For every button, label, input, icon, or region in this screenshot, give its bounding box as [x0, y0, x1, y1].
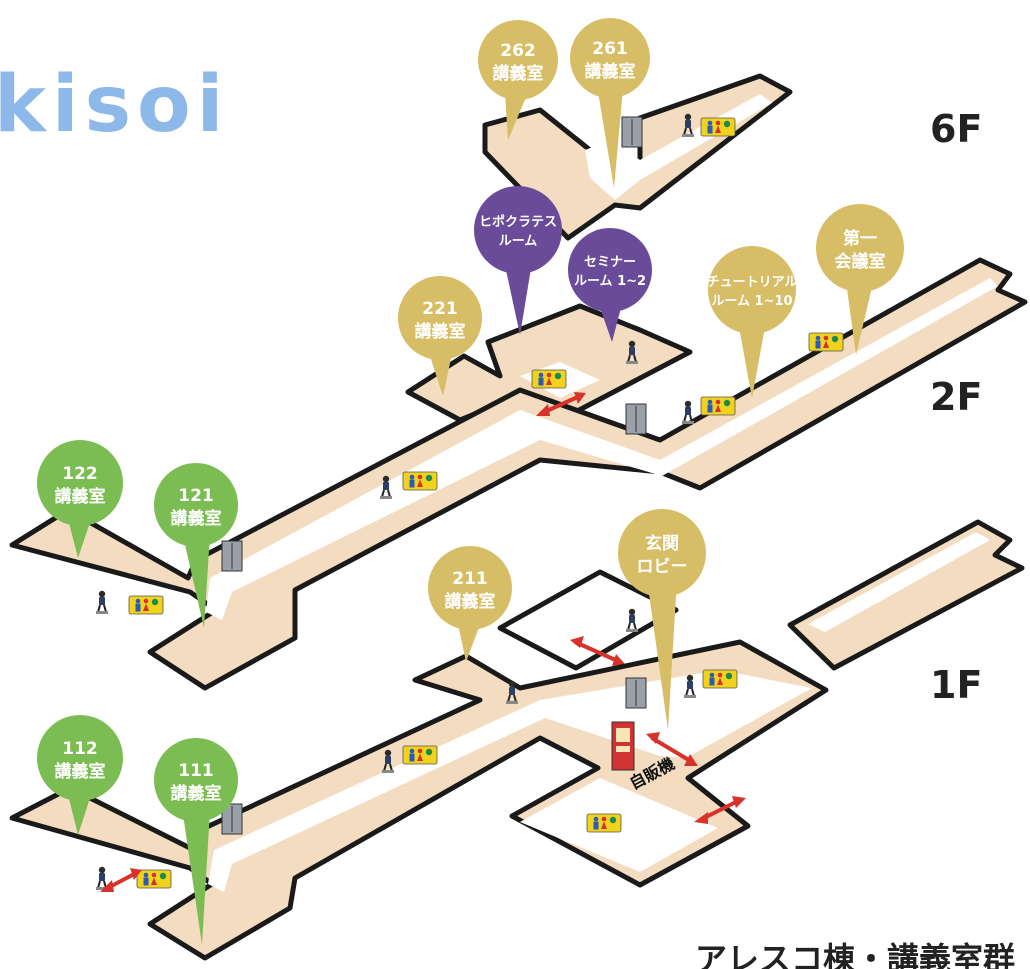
pin-label-line-1: 211: [452, 569, 488, 589]
restroom-icon-2f-a: [531, 369, 567, 389]
pin-label-line-1: 玄関: [645, 533, 679, 554]
floor-1f-upper-plan: [497, 519, 1025, 671]
restroom-icon-1f-b: [702, 669, 738, 689]
elevator-icon-6f: [621, 116, 643, 148]
pin-label-line-2: ルーム 1~2: [574, 274, 646, 289]
escalator-icon-2f-e: [95, 589, 109, 615]
restroom-icon-2f-c: [700, 396, 736, 416]
restroom-icon-2f-b: [402, 471, 438, 491]
floor-label-6f: 6F: [930, 107, 982, 151]
pin-label-line-1: 261: [592, 39, 628, 59]
pin-tail: [181, 530, 211, 628]
stair-arrow-1f-a: [574, 640, 621, 664]
escalator-icon-2f-d: [681, 399, 695, 425]
pin-head: [37, 440, 123, 526]
pin-label-line-1: 262: [500, 41, 536, 61]
pin-label-line-1: 121: [178, 486, 214, 506]
pin-head: [37, 715, 123, 801]
floor-1f-lobby-block: [497, 569, 679, 671]
floor-2f-plan: [9, 257, 1028, 691]
pin-label-line-1: 221: [422, 299, 458, 319]
floor-1f-right-block: [787, 519, 1025, 671]
vending-machine: [611, 721, 635, 771]
pin-tail: [503, 256, 533, 335]
floor-2f-outline: [9, 257, 1028, 691]
pin-label-line-2: 講義室: [171, 783, 222, 804]
pin-label-line-2: 講義室: [171, 508, 222, 529]
pin-label-line-2: ロビー: [637, 557, 688, 577]
pin-label-line-2: 講義室: [55, 761, 106, 782]
pin-head: [708, 246, 796, 334]
pin-label-line-2: 講義室: [445, 591, 496, 612]
restroom-icon-2f-e: [128, 595, 164, 615]
pin-head: [154, 738, 238, 822]
pin-label-line-2: 講義室: [415, 321, 466, 342]
building-title: アレスコ棟・講義室群: [695, 940, 1015, 969]
pin-label-line-1: 112: [62, 739, 98, 759]
pin-label-line-1: セミナー: [584, 255, 636, 270]
pin-label-line-1: チュートリアル: [707, 275, 798, 290]
pin-label-line-1: 111: [178, 761, 214, 781]
pin-head: [816, 204, 904, 292]
pin-head: [154, 463, 238, 547]
floor-label-2f: 2F: [930, 375, 982, 419]
pin-label-line-1: 122: [62, 464, 98, 484]
restroom-icon-1f-c: [586, 813, 622, 833]
pin-head: [428, 546, 512, 630]
pin-label-line-2: 講義室: [55, 486, 106, 507]
pin-head: [474, 186, 562, 274]
pin-label-line-2: 講義室: [493, 63, 544, 84]
pin-tail: [647, 579, 677, 730]
restroom-icon-1f-d: [136, 869, 172, 889]
pin-head: [568, 228, 652, 312]
elevator-icon-2f: [221, 540, 243, 572]
elevator-icon-1f-b: [625, 677, 647, 709]
pin-head: [570, 18, 650, 98]
elevator-icon-2f-b: [625, 403, 647, 435]
pin-tail: [181, 805, 211, 945]
logo-kisoi: kisoi: [0, 60, 229, 150]
pin-head: [618, 509, 706, 597]
pin-head: [398, 276, 482, 360]
floor-2f-corridor: [206, 278, 998, 620]
floor-1f-corridor: [208, 670, 812, 892]
pin-label-line-2: 講義室: [585, 61, 636, 82]
stair-arrow-1f-b: [650, 736, 694, 764]
pin-label-line-2: ルーム 1~10: [711, 294, 792, 309]
pin-tail: [737, 316, 767, 398]
pin-label-line-2: ルーム: [499, 234, 538, 249]
pin-label-line-1: ヒポクラテス: [479, 214, 557, 230]
floor-1f-plan: 自販機: [9, 639, 829, 961]
pin-tail: [845, 274, 875, 355]
pin-tail: [596, 82, 624, 188]
pin-head: [478, 20, 558, 100]
pin-label-line-1: 第一: [843, 228, 877, 249]
pin-label-line-2: 会議室: [835, 251, 886, 272]
restroom-icon-2f-d: [808, 332, 844, 352]
restroom-icon-6f: [700, 117, 736, 137]
restroom-icon-1f-a: [402, 745, 438, 765]
floor-label-1f: 1F: [930, 663, 982, 707]
